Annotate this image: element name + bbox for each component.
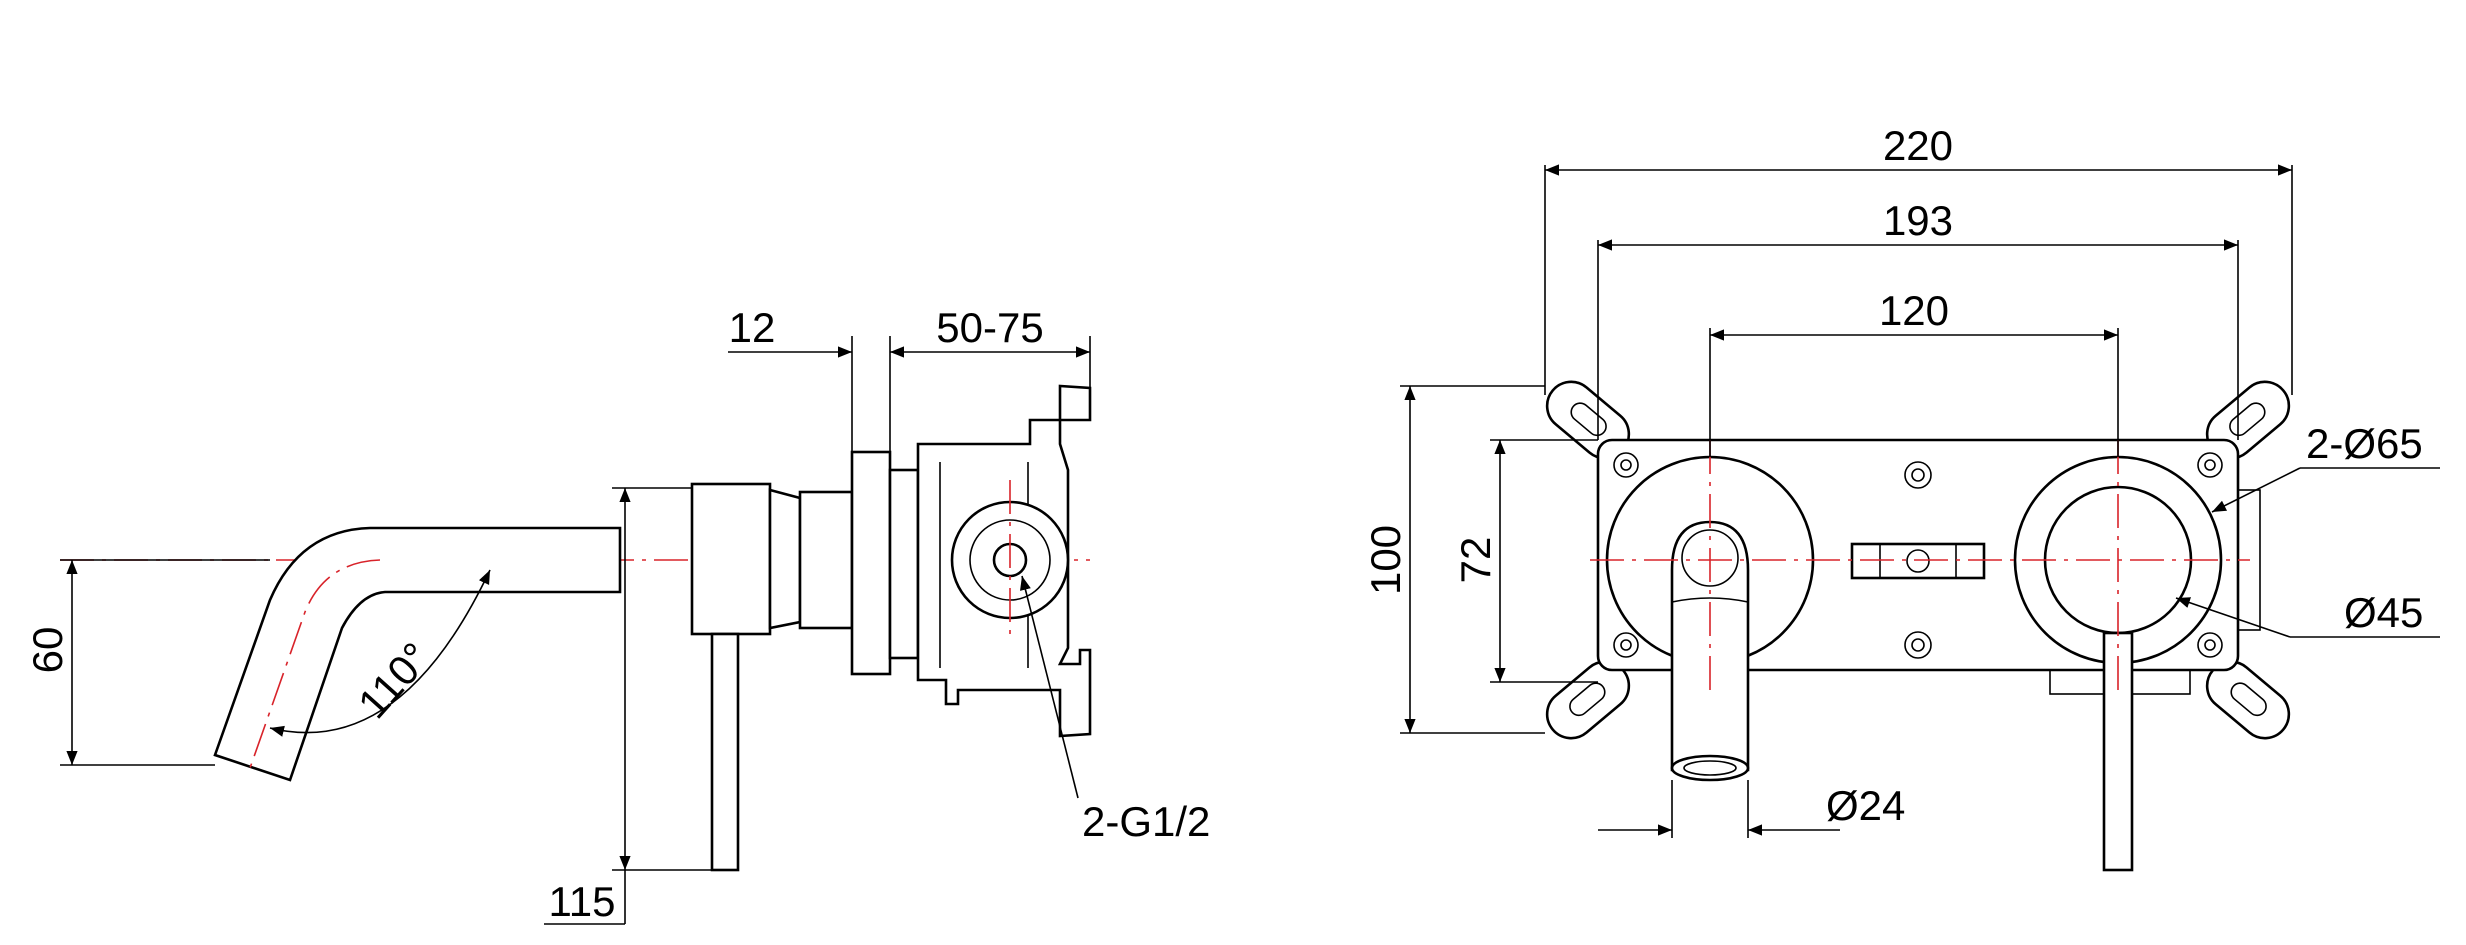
spout-front-bend [1671, 597, 1749, 603]
screw-bottom-center [1904, 631, 1932, 659]
dim-g12-label: 2-G1/2 [1082, 798, 1210, 845]
dim-220-label: 220 [1883, 122, 1953, 169]
body-connector [798, 490, 854, 630]
dim-o45-leader [2175, 597, 2291, 638]
spout-aerator [1670, 754, 1750, 782]
dim-193-label: 193 [1883, 197, 1953, 244]
side-view: 12 50-75 60 110° 115 2-G1/2 [24, 304, 1210, 925]
level-bubble [1906, 549, 1930, 573]
dim-o65-leader [2211, 467, 2301, 513]
screw-top-center [1904, 461, 1932, 489]
spout-aerator-inner [1683, 760, 1737, 776]
dim-o24-label: Ø24 [1826, 782, 1905, 829]
screw-tr [2197, 452, 2223, 478]
lever-handle [710, 632, 740, 872]
dim-o45-label: Ø45 [2344, 589, 2423, 636]
handle-taper [768, 488, 802, 630]
dim-12-label: 12 [729, 304, 776, 351]
front-view: 220 193 120 100 72 2-Ø65 Ø45 Ø [1362, 122, 2440, 872]
screw-bl [1613, 632, 1639, 658]
spout-outlet-top [1681, 529, 1739, 587]
dim-115-label: 115 [549, 878, 616, 925]
dim-100-label: 100 [1362, 525, 1409, 595]
dim-120-label: 120 [1879, 287, 1949, 334]
dim-60-label: 60 [24, 627, 71, 674]
level-indicator [1850, 542, 1986, 580]
wall-flange [850, 450, 892, 676]
dim-g12-leader [1019, 575, 1079, 799]
spout-centerline [249, 559, 381, 769]
dim-o65-label: 2-Ø65 [2306, 420, 2423, 467]
angle-110-label: 110° [349, 633, 440, 727]
wall-sleeve [888, 468, 920, 660]
dim-50-75-label: 50-75 [936, 304, 1043, 351]
screw-br [2197, 632, 2223, 658]
screw-tl [1613, 452, 1639, 478]
handle-collar [690, 482, 772, 636]
angle-110-arc [269, 569, 491, 737]
dim-72-label: 72 [1452, 537, 1499, 584]
